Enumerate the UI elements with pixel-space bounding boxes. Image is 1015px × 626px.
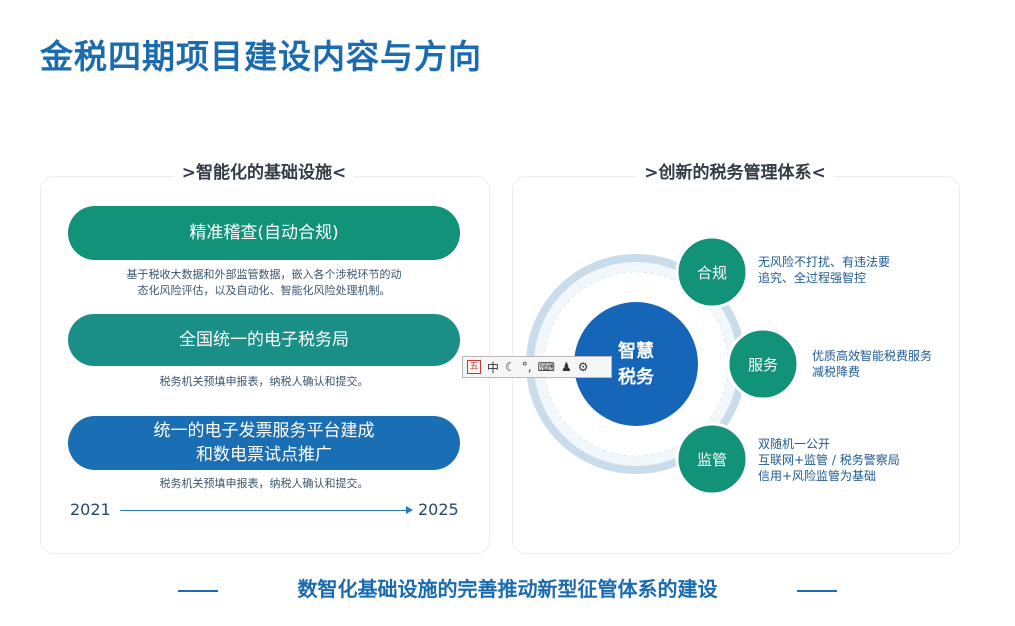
e-invoice-platform-pill: 统一的电子发票服务平台建成 和数电票试点推广 [68,416,460,470]
footer-right-line [797,590,837,592]
supervision-text-line: 信用+风险监管为基础 [758,469,877,483]
center-label-line: 智慧 [618,340,654,362]
node-supervision-label: 监管 [697,451,727,469]
footer-slogan: 数智化基础设施的完善推动新型征管体系的建设 [297,577,718,601]
node-service [726,327,800,401]
service-text: 优质高效智能税费服务 减税降费 [812,348,932,380]
service-text-line: 优质高效智能税费服务 [812,349,933,363]
e-tax-bureau-label: 全国统一的电子税务局 [179,330,349,350]
e-invoice-platform-desc: 税务机关预填申报表，纳税人确认和提交。 [84,476,444,492]
precise-audit-desc-line: 态化风险评估，以及自动化、智能化风险处理机制。 [137,284,391,297]
node-supervision [675,422,749,496]
timeline-start-year: 2021 [70,500,111,519]
ime-keyboard-icon[interactable]: ⌨ [537,360,555,374]
supervision-text-line: 互联网+监管 / 税务警察局 [758,453,900,467]
precise-audit-label: 精准稽查(自动合规) [189,223,339,243]
compliance-text-line: 追究、全过程强智控 [758,271,867,285]
center-circle [574,302,698,426]
infrastructure-heading: >智能化的基础设施< [173,158,355,183]
ime-user-icon[interactable]: ♟ [560,360,572,374]
e-tax-bureau-desc-line: 税务机关预填申报表，纳税人确认和提交。 [159,375,369,388]
timeline-end-year: 2025 [418,500,459,519]
timeline-arrow-icon [406,506,413,514]
compliance-text-line: 无风险不打扰、有违法要 [758,255,891,269]
ime-punctuation-toggle[interactable]: °, [521,360,532,374]
supervision-text: 双随机一公开 互联网+监管 / 税务警察局 信用+风险监管为基础 [758,436,900,484]
precise-audit-desc-line: 基于税收大数据和外部监管数据，嵌入各个涉税环节的动 [126,268,402,281]
e-invoice-platform-label-line: 统一的电子发票服务平台建成 [153,421,375,441]
e-tax-bureau-desc: 税务机关预填申报表，纳税人确认和提交。 [84,374,444,390]
supervision-text-line: 双随机一公开 [758,437,831,451]
smart-tax-diagram: 智慧 税务 合规 服务 监管 [526,235,800,496]
page-title: 金税四期项目建设内容与方向 [40,37,482,76]
precise-audit-desc: 基于税收大数据和外部监管数据，嵌入各个涉税环节的动 态化风险评估，以及自动化、智… [84,267,444,299]
node-compliance-label: 合规 [697,264,727,282]
precise-audit-pill: 精准稽查(自动合规) [68,206,460,260]
ime-toolbar[interactable]: 五 中 ☾ °, ⌨ ♟ ⚙ [462,356,612,378]
e-invoice-platform-label-line: 和数电票试点推广 [196,445,332,465]
compliance-text: 无风险不打扰、有违法要 追究、全过程强智控 [758,254,890,286]
node-compliance [675,235,749,309]
e-invoice-platform-desc-line: 税务机关预填申报表，纳税人确认和提交。 [159,477,369,490]
timeline-line [120,510,410,511]
management-heading: >创新的税务管理体系< [636,158,834,183]
ime-wrench-icon[interactable]: ⚙ [577,360,589,374]
service-text-line: 减税降费 [812,365,861,379]
node-service-label: 服务 [748,356,778,374]
ime-moon-icon[interactable]: ☾ [505,360,516,374]
ime-logo-icon[interactable]: 五 [467,360,481,374]
footer-left-line [178,590,218,592]
ime-mode-toggle[interactable]: 中 [487,360,500,375]
e-tax-bureau-pill: 全国统一的电子税务局 [68,314,460,366]
center-label-line: 税务 [618,366,655,388]
